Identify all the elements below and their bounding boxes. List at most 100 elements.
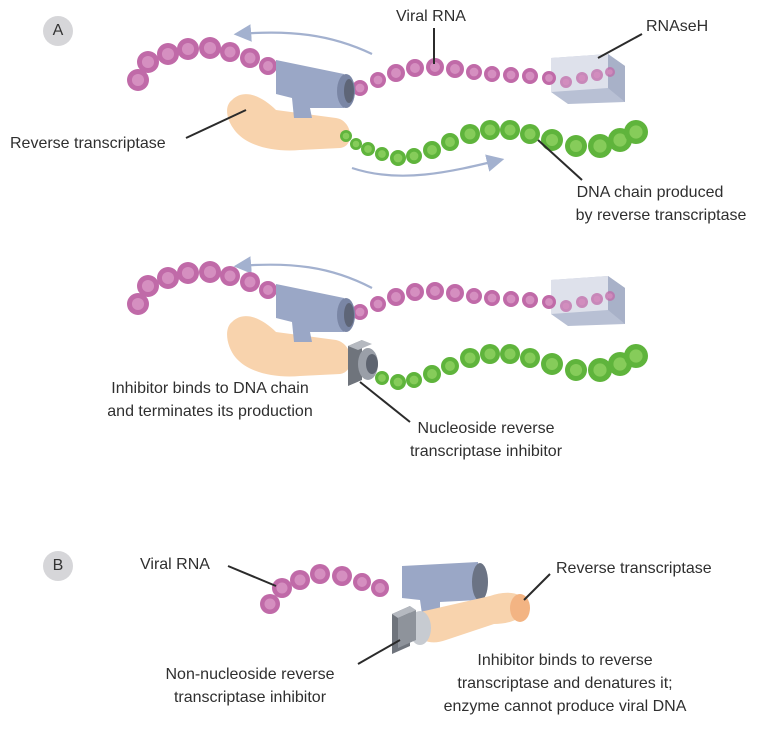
rna-bead-core [131,73,145,87]
dna-bead-core [464,128,476,140]
rna-bead-core [373,75,383,85]
dna-bead-core [524,352,536,364]
rna-bead-core [224,270,236,282]
rna-bead-core [355,83,365,93]
dna-chain-2 [375,344,648,390]
dna-bead-core [524,128,536,140]
dna-bead-core [569,363,583,377]
viral-rna-strand-right [352,58,615,96]
rna-bead-in-rnaseh-core [562,302,570,310]
label-reverse-transcriptase-a: Reverse transcriptase [10,135,166,152]
rna-bead-core [487,69,497,79]
rna-bead-core [469,67,479,77]
rna-bead-core [263,61,273,71]
viral-rna-strand-right-2 [352,282,615,320]
panel-b-nnrti-process [227,562,551,665]
dna-bead-core [613,357,627,371]
rna-bead-core [410,287,420,297]
flow-arrow-rna-left [233,24,373,55]
rna-bead-core [161,271,175,285]
rna-bead-core [141,279,155,293]
rna-bead-core [131,297,145,311]
dna-bead-core [364,145,372,153]
rna-bead-core [410,63,420,73]
dna-bead-core [409,151,419,161]
label-dna-chain-1: DNA chain produced [576,184,724,201]
dna-chain [340,120,648,166]
rna-bead-core [203,265,217,279]
rna-bead-core [264,598,276,610]
rna-bead-core [506,294,516,304]
viral-rna-strand-b [260,564,389,614]
rna-bead-core [357,577,367,587]
viral-rna-strand-left [127,37,277,91]
reverse-transcriptase-tube-b [402,562,488,614]
rna-bead-core [430,62,440,72]
rna-bead-core [391,292,401,302]
dna-bead-core [545,357,559,371]
dna-bead-core [393,153,403,163]
dna-bead-core [484,348,496,360]
label-denature-3: enzyme cannot produce viral DNA [443,698,687,715]
label-inhibitor-binds-2: and terminates its production [107,403,313,420]
dna-bead-core [342,132,350,140]
flow-arrow-dna-right [351,154,505,177]
label-nnrti-2: transcriptase inhibitor [173,689,327,706]
viral-rna-strand-left-2 [127,261,277,315]
rnaseh-box-2 [551,276,625,326]
label-dna-chain-2: by reverse transcriptase [575,207,747,224]
dna-bead-core [393,377,403,387]
panel-b-badge: B [43,551,73,581]
rna-bead-in-rnaseh-core [607,69,613,75]
label-denature-2: transcriptase and denatures it; [457,675,673,692]
leader-reverse-transcriptase-a [185,109,247,139]
dna-bead-core [409,375,419,385]
label-viral-rna-a: Viral RNA [396,8,466,25]
nrti-inhibitor-block [348,340,378,386]
rna-bead-core [545,298,553,306]
dna-bead-core [593,363,607,377]
dna-bead-core [484,124,496,136]
dna-bead-core [593,139,607,153]
rna-bead-core [314,568,326,580]
rna-bead-core [525,295,535,305]
rna-bead-core [336,570,348,582]
dna-bead-core [629,125,643,139]
rna-bead-core [181,266,195,280]
rna-bead-core [203,41,217,55]
reverse-transcriptase-body-2 [227,316,351,377]
label-rnaseh: RNAseH [646,18,709,35]
rna-bead-core [391,68,401,78]
label-denature-1: Inhibitor binds to reverse [477,652,653,669]
reverse-transcriptase-end-b [510,594,530,622]
rna-bead-in-rnaseh-core [593,71,601,79]
label-inhibitor-binds-1: Inhibitor binds to DNA chain [111,380,309,397]
rna-bead-core [224,46,236,58]
dna-bead-core [352,140,360,148]
rna-bead-in-rnaseh-core [562,78,570,86]
flow-arrow-rna-left-2 [233,256,373,289]
rna-bead-core [469,291,479,301]
panel-a-top-process [127,24,648,181]
rna-bead-core [375,583,385,593]
rna-bead-core [294,574,306,586]
rna-bead-core [161,47,175,61]
dna-bead-core [427,145,437,155]
rna-bead-core [487,293,497,303]
rna-bead-core [244,52,256,64]
label-nnrti-1: Non-nucleoside reverse [165,666,335,683]
reverse-transcriptase-body [227,94,351,151]
dna-bead-core [445,137,455,147]
rna-bead-core [545,74,553,82]
reverse-transcriptase-body-b [416,592,527,643]
dna-bead-core [629,349,643,363]
dna-bead-core [427,369,437,379]
dna-bead-core [378,374,386,382]
rna-bead-core [276,582,288,594]
label-reverse-transcriptase-b: Reverse transcriptase [556,560,712,577]
leader-nnrti [357,639,401,665]
rna-bead-core [355,307,365,317]
reverse-transcriptase-tube-2 [276,284,355,342]
dna-bead-core [504,124,516,136]
